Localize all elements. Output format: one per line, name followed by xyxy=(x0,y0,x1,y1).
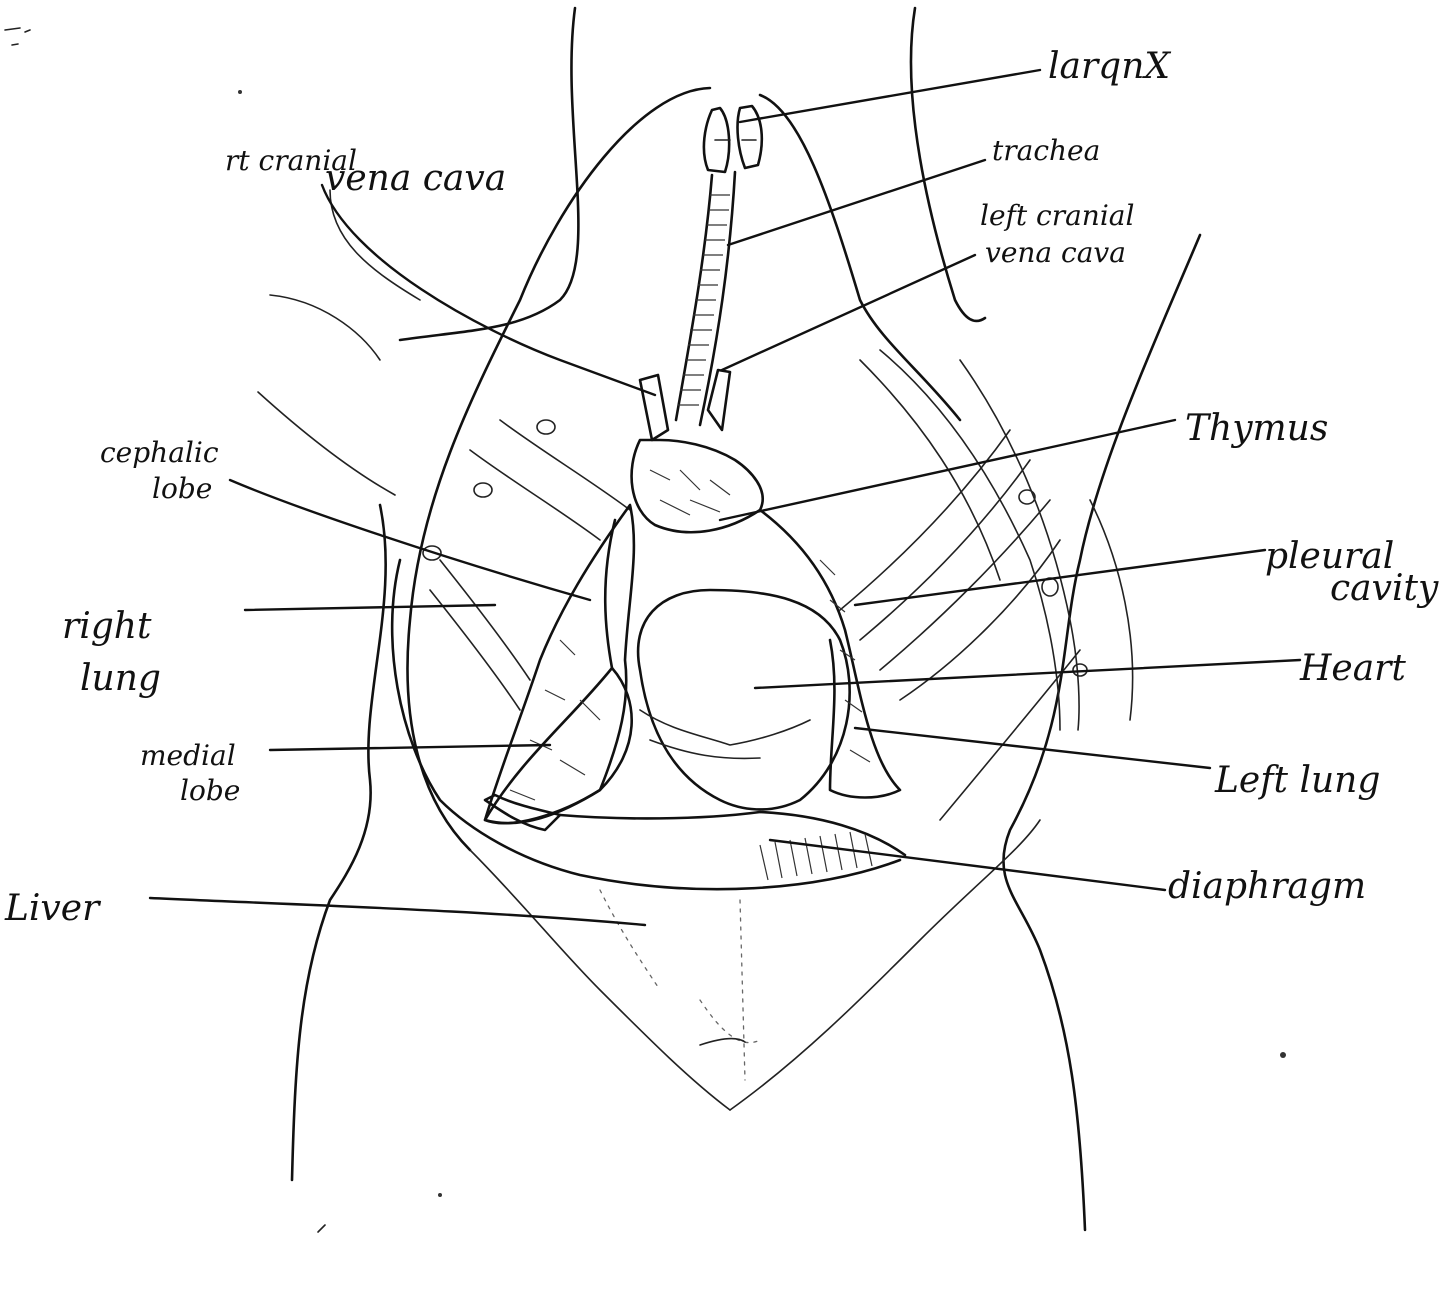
leader-pleural-cavity xyxy=(855,550,1265,605)
label-heart: Heart xyxy=(1299,648,1406,689)
right-lung-drawing xyxy=(485,505,634,830)
leader-trachea xyxy=(728,160,985,245)
leader-left-lung xyxy=(855,728,1210,768)
label-left-cranial-vena-cava-line1: left cranial xyxy=(980,199,1134,232)
label-cephalic-lobe-line1: cephalic xyxy=(100,436,219,469)
label-diaphragm: diaphragm xyxy=(1168,866,1366,907)
label-trachea: trachea xyxy=(992,134,1100,167)
leader-liver xyxy=(150,898,645,925)
label-pleural-cavity-line2: cavity xyxy=(1330,568,1439,609)
label-cephalic-lobe-line2: lobe xyxy=(152,472,212,505)
rib-lines xyxy=(423,350,1087,820)
label-left-lung: Left lung xyxy=(1214,760,1380,801)
leader-diaphragm xyxy=(770,840,1165,890)
thymus-drawing xyxy=(632,440,763,532)
leader-right-lung xyxy=(245,605,495,610)
leader-heart xyxy=(755,660,1300,688)
incision-outline xyxy=(392,88,1040,1110)
trachea-drawing xyxy=(676,172,735,425)
diaphragm-drawing xyxy=(560,812,905,880)
labels: larqnX trachea left cranial vena cava rt… xyxy=(4,46,1439,929)
label-medial-lobe-line1: medial xyxy=(140,739,236,772)
leader-thymus xyxy=(720,420,1175,520)
label-thymus: Thymus xyxy=(1185,408,1328,449)
left-lung-drawing xyxy=(760,510,900,798)
heart-drawing xyxy=(638,590,850,809)
label-left-cranial-vena-cava-line2: vena cava xyxy=(985,236,1126,269)
label-liver: Liver xyxy=(4,888,101,929)
label-right-lung-line2: lung xyxy=(80,658,161,699)
leader-cephalic-lobe xyxy=(230,480,590,600)
leader-larynx xyxy=(740,70,1040,122)
larynx-drawing xyxy=(704,106,762,172)
leader-left-cranial-vena-cava xyxy=(722,255,975,370)
label-larynx: larqnX xyxy=(1048,46,1171,87)
abdomen-lines xyxy=(600,890,760,1080)
label-medial-lobe-line2: lobe xyxy=(180,774,240,807)
label-rt-cranial-vena-cava-line2: vena cava xyxy=(325,158,506,199)
label-right-lung-line1: right xyxy=(62,606,152,647)
